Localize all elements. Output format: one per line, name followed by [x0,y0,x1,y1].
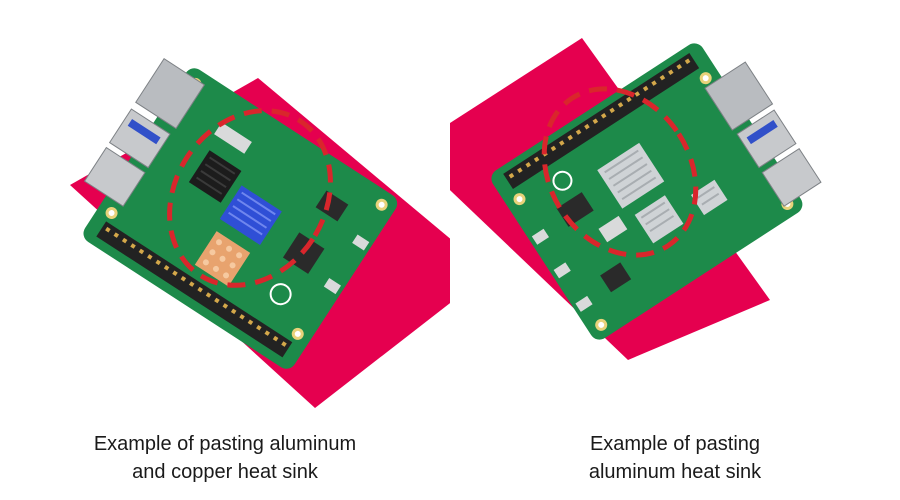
right-panel: Example of pasting aluminum heat sink [450,0,900,500]
silver-aluminum-heat-sink-3 [690,179,728,216]
highlight-circle [541,86,699,258]
usb-port [761,147,822,207]
gpio-header [503,53,700,190]
right-board-photo [450,38,822,360]
left-caption: Example of pasting aluminum and copper h… [0,430,450,486]
left-caption-line2: and copper heat sink [132,461,318,483]
raspberry-logo [552,170,573,191]
usb-port [83,146,146,207]
right-caption: Example of pasting aluminum heat sink [450,430,900,486]
right-caption-line1: Example of pasting [589,433,761,455]
left-caption-line1: Example of pasting aluminum [93,433,357,455]
silver-aluminum-heat-sink-2 [634,195,684,244]
left-panel: Example of pasting aluminum and copper h… [0,58,450,486]
ethernet-port [704,61,774,131]
highlight-circle [167,108,333,288]
black-aluminum-heat-sink [188,150,242,203]
blue-aluminum-heat-sink [219,185,282,246]
left-board-photo [70,58,450,408]
ethernet-port [135,58,206,130]
gpio-header [96,221,293,358]
raspberry-logo [269,283,292,306]
usb-port-blue [736,109,797,169]
right-caption-line2: aluminum heat sink [588,461,762,483]
usb-port-blue [108,108,171,169]
